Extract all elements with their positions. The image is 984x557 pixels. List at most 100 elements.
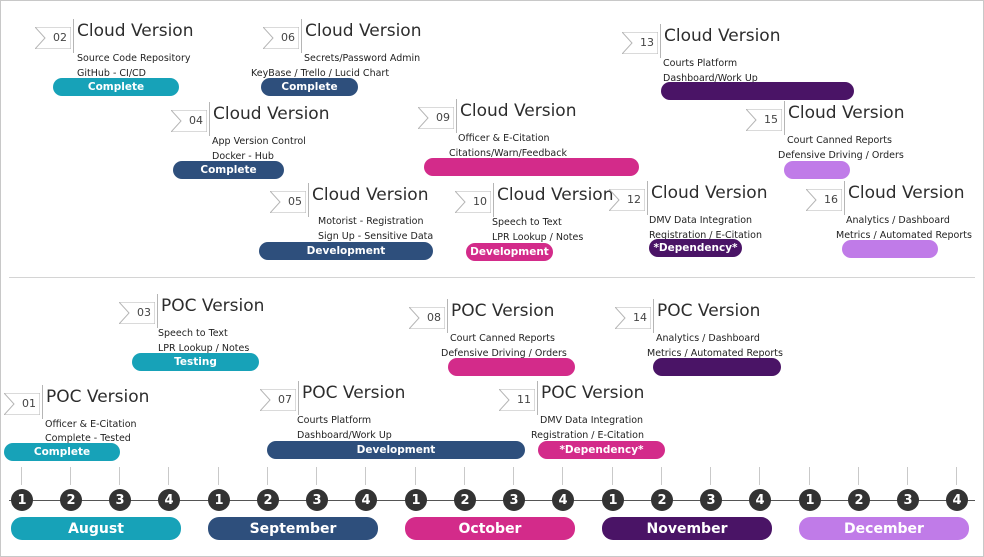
week-tick: [415, 467, 416, 485]
status-bar: Development: [259, 242, 433, 260]
item-number-flag: 06: [263, 27, 299, 49]
week-marker: 1: [11, 489, 33, 511]
item-description: Source Code Repository: [77, 53, 191, 64]
item-number-flag: 01: [4, 393, 40, 415]
item-title: Cloud Version: [213, 104, 330, 124]
item-detail: LPR Lookup / Notes: [158, 343, 250, 354]
item-description: Motorist - Registration: [318, 216, 424, 227]
item-separator: [647, 181, 648, 215]
item-description: DMV Data Integration: [649, 215, 753, 226]
week-tick: [612, 467, 613, 485]
item-number: 15: [764, 113, 778, 126]
item-number: 02: [53, 31, 67, 44]
item-number-flag: 12: [609, 189, 645, 211]
item-separator: [784, 101, 785, 135]
week-marker: 4: [158, 489, 180, 511]
status-bar: [784, 161, 850, 179]
item-number: 11: [517, 393, 531, 406]
item-number: 14: [633, 311, 647, 324]
item-title: POC Version: [302, 383, 406, 403]
section-divider: [9, 277, 975, 278]
item-separator: [209, 102, 210, 136]
week-tick: [956, 467, 957, 485]
week-tick: [710, 467, 711, 485]
item-title: Cloud Version: [305, 21, 422, 41]
item-detail: Dashboard/Work Up: [663, 73, 758, 84]
status-bar: Complete: [53, 78, 179, 96]
item-separator: [660, 24, 661, 58]
item-separator: [42, 385, 43, 419]
month-label: October: [405, 517, 575, 540]
week-marker: 2: [848, 489, 870, 511]
week-tick: [464, 467, 465, 485]
item-detail: KeyBase / Trello / Lucid Chart: [251, 68, 390, 79]
week-marker: 1: [799, 489, 821, 511]
item-title: POC Version: [451, 301, 555, 321]
week-tick: [759, 467, 760, 485]
item-description: Court Canned Reports: [787, 135, 892, 146]
week-tick: [661, 467, 662, 485]
item-number-flag: 07: [260, 389, 296, 411]
item-title: Cloud Version: [460, 101, 577, 121]
item-detail: Citations/Warn/Feedback: [449, 148, 567, 159]
item-number: 09: [436, 111, 450, 124]
week-tick: [365, 467, 366, 485]
week-tick: [907, 467, 908, 485]
status-bar: Testing: [132, 353, 259, 371]
item-number: 03: [137, 306, 151, 319]
item-separator: [157, 294, 158, 328]
item-detail: Complete - Tested: [45, 433, 131, 444]
week-marker: 3: [897, 489, 919, 511]
week-marker: 2: [651, 489, 673, 511]
item-title: POC Version: [657, 301, 761, 321]
item-description: DMV Data Integration: [540, 415, 644, 426]
week-tick: [21, 467, 22, 485]
item-title: POC Version: [541, 383, 645, 403]
item-number-flag: 15: [746, 109, 782, 131]
week-marker: 3: [503, 489, 525, 511]
status-bar: Development: [267, 441, 525, 459]
week-marker: 2: [60, 489, 82, 511]
month-label: November: [602, 517, 772, 540]
item-number-flag: 11: [499, 389, 535, 411]
item-number: 16: [824, 193, 838, 206]
item-detail: GitHub - CI/CD: [77, 68, 146, 79]
week-marker: 4: [946, 489, 968, 511]
week-tick: [168, 467, 169, 485]
item-title: Cloud Version: [848, 183, 965, 203]
week-tick: [316, 467, 317, 485]
week-tick: [267, 467, 268, 485]
item-description: Court Canned Reports: [450, 333, 555, 344]
status-bar: [661, 82, 854, 100]
item-description: Officer & E-Citation: [458, 133, 550, 144]
item-separator: [447, 299, 448, 333]
item-separator: [493, 183, 494, 217]
item-separator: [73, 19, 74, 53]
item-number-flag: 05: [270, 191, 306, 213]
item-detail: Sign Up - Sensitive Data: [318, 231, 434, 242]
item-number-flag: 08: [409, 307, 445, 329]
item-number: 01: [22, 397, 36, 410]
item-number-flag: 02: [35, 27, 71, 49]
item-description: Speech to Text: [158, 328, 228, 339]
month-label: August: [11, 517, 181, 540]
item-separator: [301, 19, 302, 53]
week-marker: 3: [306, 489, 328, 511]
item-number-flag: 13: [622, 32, 658, 54]
item-separator: [844, 181, 845, 215]
item-detail: Metrics / Automated Reports: [836, 230, 972, 241]
item-detail: Dashboard/Work Up: [297, 430, 392, 441]
item-separator: [456, 99, 457, 133]
item-title: POC Version: [46, 387, 150, 407]
week-marker: 3: [700, 489, 722, 511]
item-title: Cloud Version: [788, 103, 905, 123]
item-description: Secrets/Password Admin: [304, 53, 421, 64]
item-number-flag: 14: [615, 307, 651, 329]
item-detail: Docker - Hub: [212, 151, 274, 162]
week-tick: [858, 467, 859, 485]
status-bar: Complete: [173, 161, 284, 179]
item-description: Courts Platform: [297, 415, 372, 426]
item-number-flag: 16: [806, 189, 842, 211]
status-bar: Complete: [261, 78, 358, 96]
